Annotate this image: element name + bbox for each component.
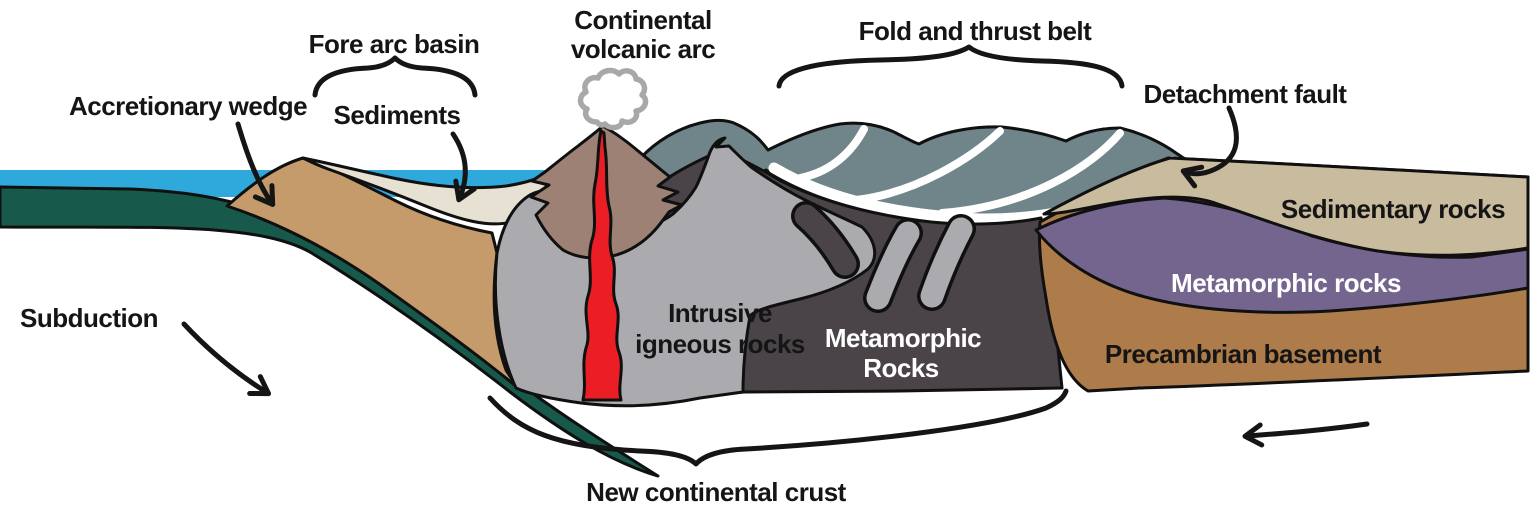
label-metamorphic-center-line2: Rocks (863, 353, 939, 383)
annotations (181, 44, 1370, 467)
fore-arc-basin-brace (312, 55, 478, 98)
fold-thrust-belt-brace (776, 44, 1125, 89)
label-fore-arc-basin: Fore arc basin (309, 29, 480, 59)
label-volcanic-arc-line2: volcanic arc (571, 34, 715, 64)
label-volcanic-arc-line1: Continental (574, 5, 712, 35)
metamorphic-tongue (794, 204, 857, 276)
sedimentary-rocks-layer (1042, 156, 1530, 257)
label-accretionary-wedge: Accretionary wedge (69, 91, 307, 121)
label-intrusive-igneous-line2: igneous rocks (635, 329, 805, 359)
smoke-plume-icon (577, 67, 649, 131)
new-continental-crust-brace (487, 388, 1069, 467)
labels-light: Metamorphic Rocks Metamorphic rocks (825, 268, 1402, 383)
label-precambrian-basement: Precambrian basement (1105, 339, 1382, 369)
label-sedimentary-rocks: Sedimentary rocks (1281, 194, 1505, 224)
label-subduction: Subduction (20, 303, 158, 333)
igneous-finger (866, 221, 920, 310)
igneous-finger (920, 217, 973, 308)
detachment-fault-arrow (1180, 105, 1239, 189)
thrust-fault-line (852, 127, 1004, 204)
thrust-fault-line (796, 125, 868, 182)
magma-conduit (581, 129, 623, 402)
label-metamorphic-right: Metamorphic rocks (1171, 268, 1401, 298)
label-new-continental-crust: New continental crust (586, 477, 846, 507)
subduction-arrow (181, 321, 272, 397)
label-detachment-fault: Detachment fault (1144, 79, 1348, 109)
label-sediments: Sediments (334, 100, 461, 130)
label-fold-thrust-belt: Fold and thrust belt (859, 16, 1092, 46)
label-metamorphic-center-line1: Metamorphic (825, 323, 981, 353)
sediments-arrow (450, 131, 477, 203)
plate-motion-arrow (1242, 421, 1370, 448)
geology-shapes (0, 67, 1530, 478)
thrust-fault-line (938, 129, 1124, 217)
label-intrusive-igneous-line1: Intrusive (668, 298, 772, 328)
labels-dark: Accretionary wedge Fore arc basin Sedime… (20, 5, 1506, 507)
accretionary-wedge-arrow (235, 121, 276, 207)
